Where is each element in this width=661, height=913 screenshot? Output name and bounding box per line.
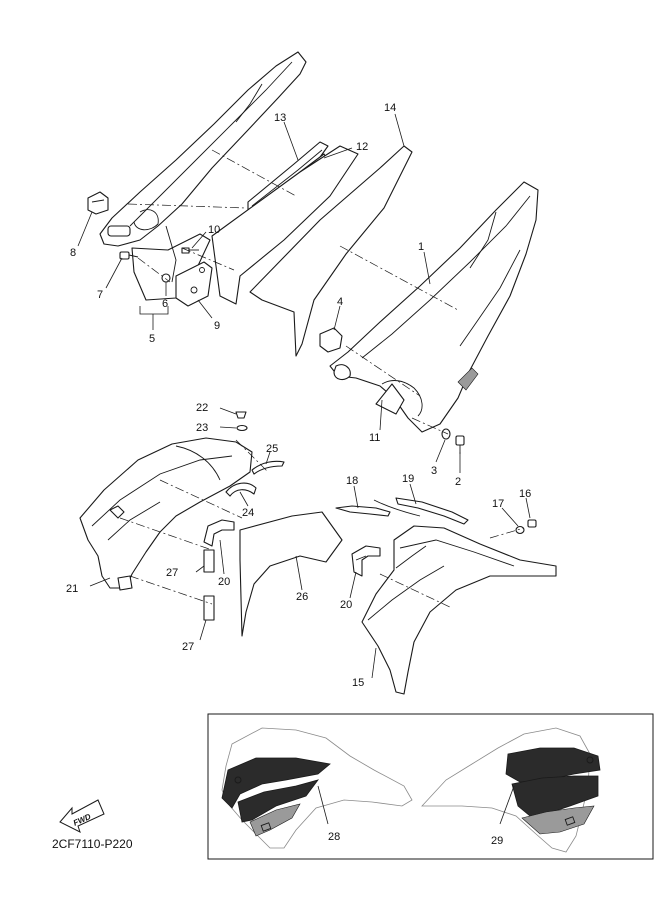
- callout-15: 15: [352, 677, 364, 689]
- heat-shield-26: [239, 511, 343, 637]
- callout-6: 6: [162, 298, 168, 310]
- callout-23: 23: [196, 422, 208, 434]
- callout-29: 29: [491, 835, 503, 847]
- tape-24: [225, 482, 257, 497]
- center-lines: [119, 149, 525, 609]
- damper-20-left: [203, 519, 235, 547]
- callout-labels: 1 2 3 4 5 6 7 8 9 10 11 12 13 14 15 16 1…: [66, 102, 531, 847]
- bolt-2: [455, 435, 465, 454]
- callout-16: 16: [519, 488, 531, 500]
- callout-9: 9: [214, 320, 220, 332]
- bolt-7: [119, 251, 139, 260]
- tape-19: [373, 497, 469, 525]
- callout-13: 13: [274, 112, 286, 124]
- callout-18: 18: [346, 475, 358, 487]
- right-graphic-29: [421, 727, 601, 853]
- tape-25: [251, 460, 285, 475]
- side-cover-1: [329, 181, 539, 433]
- callout-28: 28: [328, 831, 340, 843]
- callout-19: 19: [402, 473, 414, 485]
- left-graphic-28: [221, 727, 413, 849]
- callout-12: 12: [356, 141, 368, 153]
- callout-2: 2: [455, 476, 461, 488]
- diagram-code: 2CF7110-P220: [52, 837, 133, 851]
- graphics-inset-box: [207, 713, 654, 860]
- left-shroud-21: [79, 437, 253, 591]
- callout-21: 21: [66, 583, 78, 595]
- callout-8: 8: [70, 247, 76, 259]
- callout-22: 22: [196, 402, 208, 414]
- callout-25: 25: [266, 443, 278, 455]
- callout-20-right: 20: [340, 599, 352, 611]
- bolt-16: [527, 519, 537, 528]
- screw-22: [235, 411, 247, 419]
- washer-3: [441, 428, 451, 440]
- callout-14: 14: [384, 102, 396, 114]
- tape-18: [335, 505, 391, 517]
- callout-27-lower: 27: [182, 641, 194, 653]
- callout-17: 17: [492, 498, 504, 510]
- callout-26: 26: [296, 591, 308, 603]
- callout-5: 5: [149, 333, 155, 345]
- nut-23: [236, 424, 248, 432]
- bolt-10: [181, 247, 199, 254]
- callout-3: 3: [431, 465, 437, 477]
- right-shroud-15: [361, 525, 557, 695]
- pad-27-upper: [203, 549, 215, 573]
- callout-27-upper: 27: [166, 567, 178, 579]
- bracket-9: [175, 261, 213, 307]
- washer-17: [515, 525, 525, 535]
- leader-lines: [77, 113, 531, 825]
- side-panel-14: [211, 145, 413, 357]
- pad-27-lower: [203, 595, 215, 621]
- clip-8: [87, 191, 109, 215]
- callout-24: 24: [242, 507, 254, 519]
- callout-4: 4: [337, 296, 343, 308]
- callout-10: 10: [208, 224, 220, 236]
- damper-20-right: [351, 545, 381, 577]
- fwd-arrow-icon: FWD: [59, 799, 105, 833]
- left-airbox-cover: [99, 51, 307, 301]
- clip-4: [319, 327, 343, 353]
- callout-7: 7: [97, 289, 103, 301]
- callout-20-left: 20: [218, 576, 230, 588]
- callout-1: 1: [418, 241, 424, 253]
- callout-11: 11: [369, 432, 380, 444]
